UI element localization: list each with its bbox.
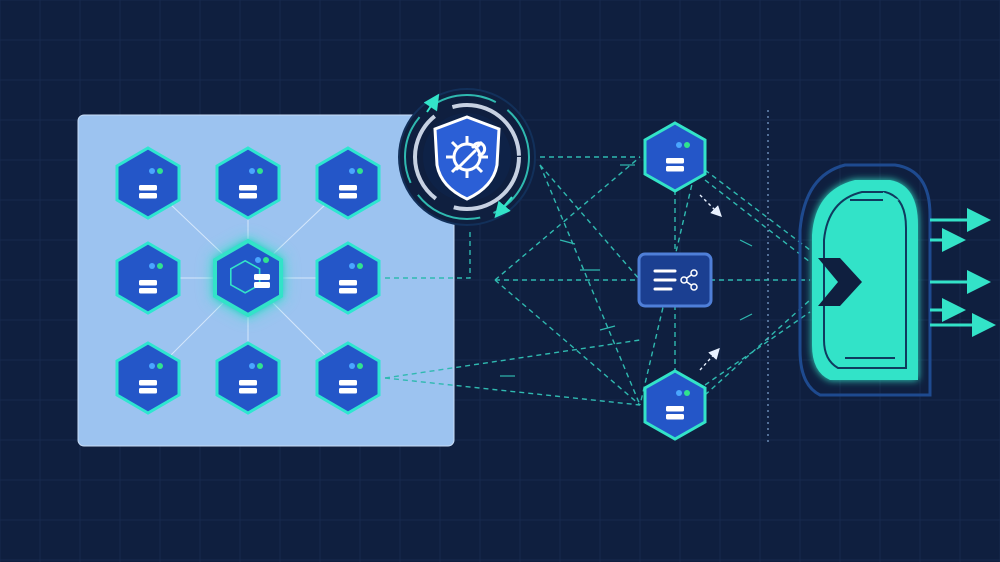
security-hub[interactable]: [398, 88, 536, 226]
cluster-node[interactable]: [315, 341, 381, 415]
list-icon: [653, 269, 677, 291]
server-icon: [239, 185, 257, 191]
server-icon: [339, 380, 357, 386]
router-node[interactable]: [637, 252, 713, 308]
rotation-ring: [404, 94, 530, 220]
gear-icon: [446, 136, 488, 178]
gateway-chevron-icon: [818, 258, 862, 306]
cluster-node[interactable]: [115, 241, 181, 315]
cluster-node[interactable]: [215, 146, 281, 220]
cluster-node[interactable]: [115, 146, 181, 220]
small-tick-marks: [500, 164, 753, 377]
relay-node-top[interactable]: [643, 121, 707, 193]
central-hub-node[interactable]: [212, 238, 284, 318]
server-icon: [139, 280, 157, 286]
wrench-icon: [455, 141, 487, 171]
server-icon: [139, 185, 157, 191]
cluster-node[interactable]: [315, 241, 381, 315]
flow-arrows: [699, 194, 722, 371]
server-icon: [139, 380, 157, 386]
server-icon: [239, 380, 257, 386]
server-icon: [666, 158, 684, 164]
outgoing-arrows: [930, 208, 996, 337]
server-icon: [254, 274, 270, 280]
hub-icon: [229, 259, 261, 294]
cluster-node[interactable]: [315, 146, 381, 220]
server-icon: [339, 185, 357, 191]
gateway[interactable]: [798, 163, 932, 397]
relay-node-bottom[interactable]: [643, 369, 707, 441]
network-icon: [680, 269, 698, 291]
server-icon: [666, 406, 684, 412]
cluster-node[interactable]: [215, 341, 281, 415]
cluster-nodes: [115, 146, 381, 415]
server-icon: [339, 280, 357, 286]
cluster-node[interactable]: [115, 341, 181, 415]
